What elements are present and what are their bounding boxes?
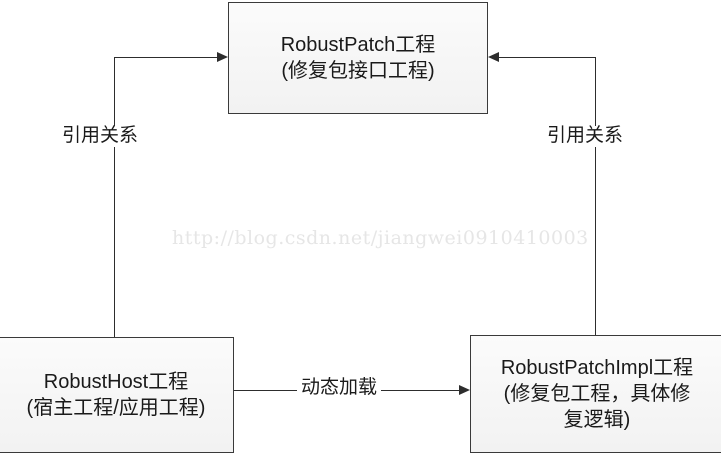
edge-label-impl-to-patch: 引用关系	[543, 125, 628, 147]
arrowhead-into-patch-left	[217, 52, 228, 62]
connector-host-to-patch-horizontal	[114, 57, 224, 58]
connector-impl-to-patch-horizontal	[492, 57, 596, 58]
node-robust-patch-impl-subtitle-2: 复逻辑)	[563, 409, 631, 431]
node-robust-patch-subtitle: (修复包接口工程)	[281, 60, 435, 82]
node-robust-host-title: RobustHost工程	[43, 371, 189, 393]
arrowhead-into-patch-right	[488, 52, 499, 62]
watermark-text: http://blog.csdn.net/jiangwei0910410003	[172, 227, 589, 249]
arrowhead-into-impl	[459, 385, 470, 395]
edge-label-host-to-impl: 动态加载	[297, 377, 382, 399]
node-robust-patch-impl-title: RobustPatchImpl工程	[500, 357, 694, 379]
node-robust-patch-title: RobustPatch工程	[280, 34, 436, 56]
connector-impl-to-patch-vertical	[595, 57, 596, 337]
node-robust-host[interactable]: RobustHost工程 (宿主工程/应用工程)	[0, 337, 234, 453]
node-robust-patch-impl-subtitle-1: (修复包工程，具体修	[503, 383, 691, 405]
edge-label-host-to-patch: 引用关系	[58, 125, 143, 147]
node-robust-patch[interactable]: RobustPatch工程 (修复包接口工程)	[228, 2, 488, 114]
node-robust-host-subtitle: (宿主工程/应用工程)	[26, 397, 206, 419]
node-robust-patch-impl[interactable]: RobustPatchImpl工程 (修复包工程，具体修 复逻辑)	[470, 335, 721, 453]
connector-host-to-patch-vertical	[114, 57, 115, 339]
